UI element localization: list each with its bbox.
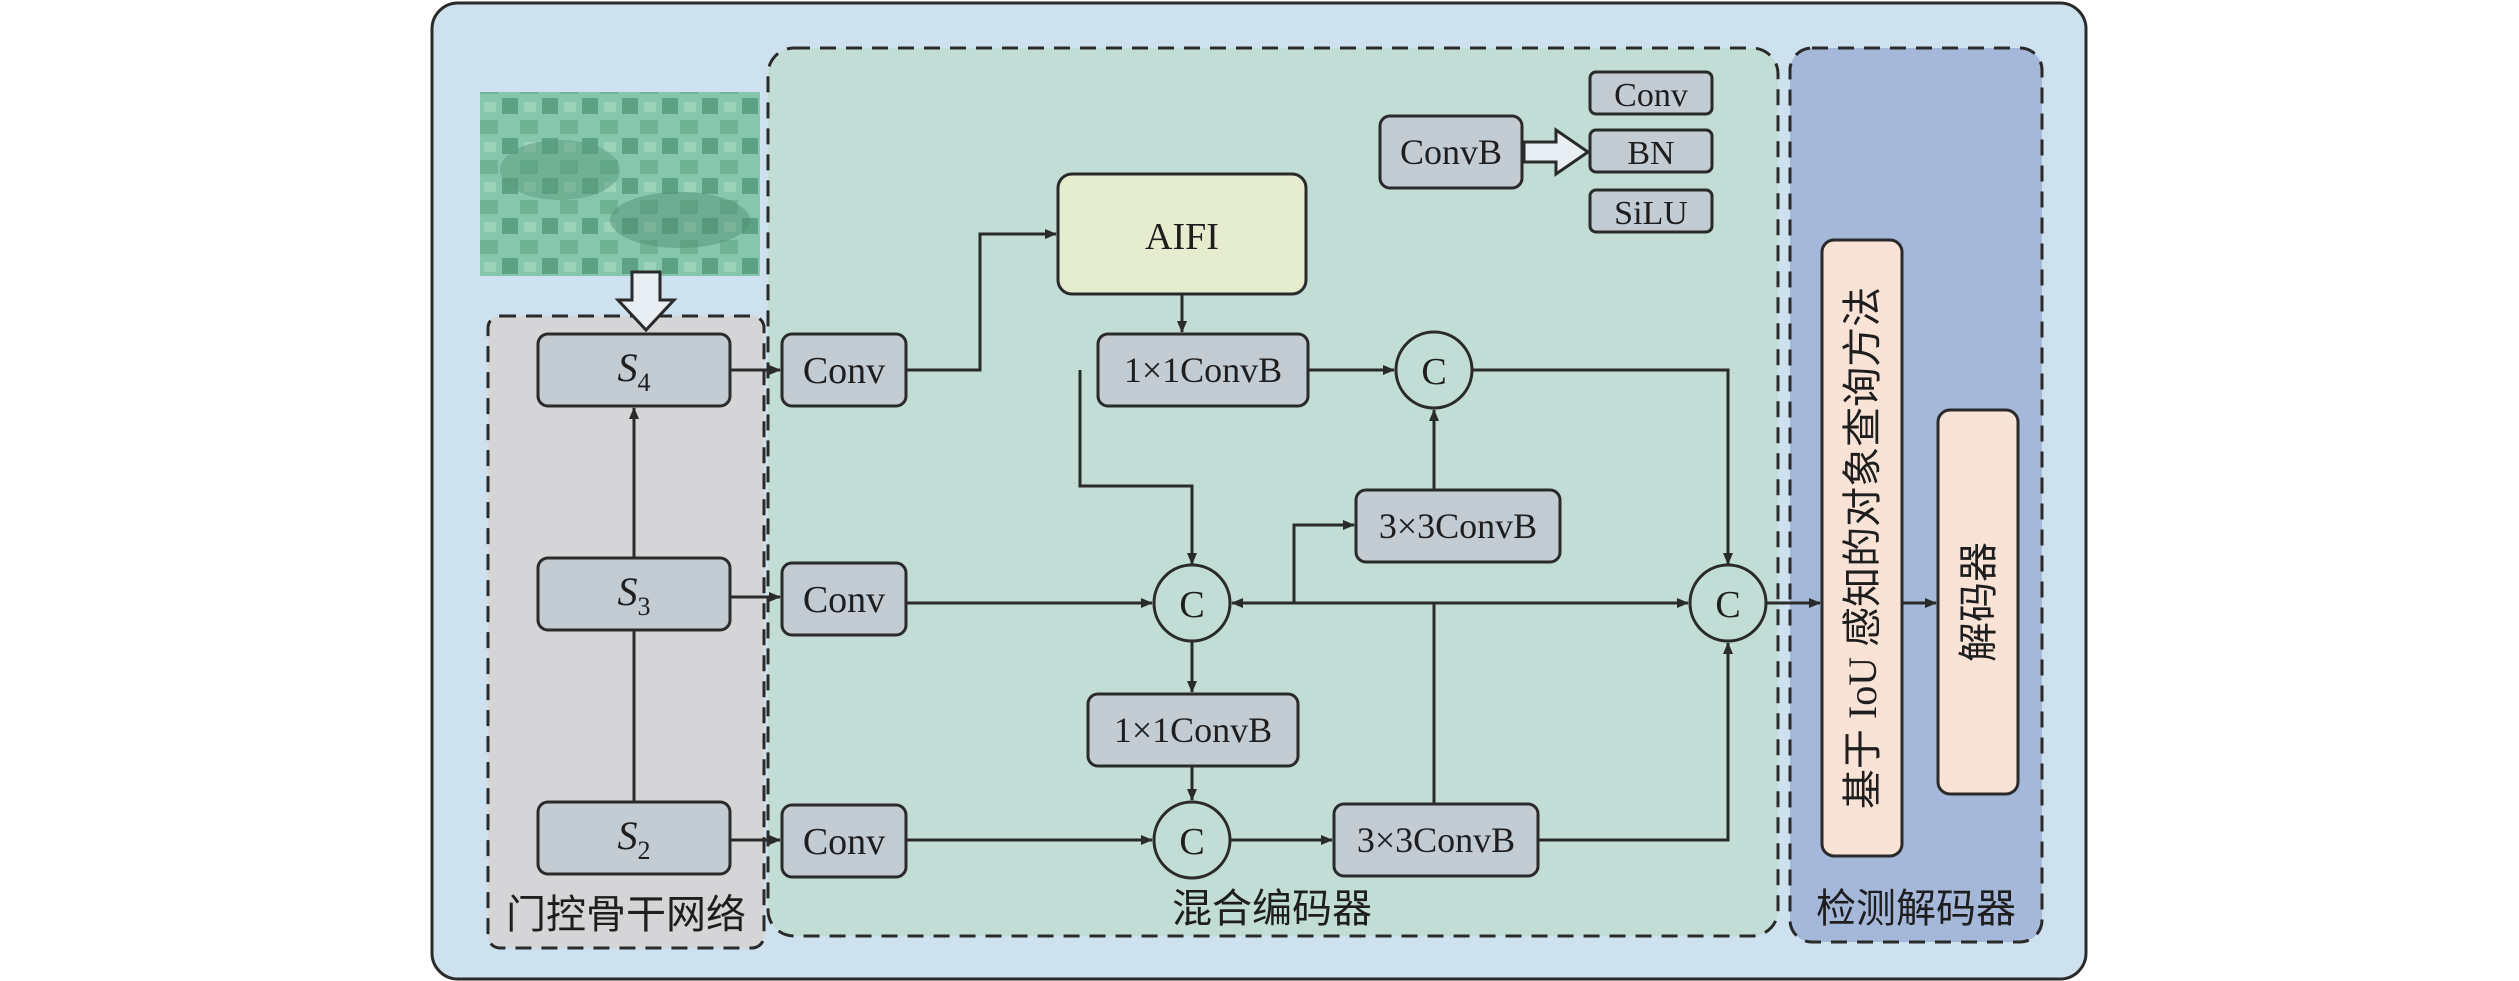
svg-text:Conv: Conv [803,821,885,863]
concat-node-right: C [1688,563,1768,643]
svg-text:S3: S3 [618,569,651,621]
svg-text:S2: S2 [618,813,651,865]
svg-text:基于 IoU 感知的对象查询方法: 基于 IoU 感知的对象查询方法 [1840,287,1885,809]
svg-text:SiLU: SiLU [1614,195,1688,232]
conv3x3-box-bottom: 3×3ConvB [1332,802,1540,878]
arrow-conv-aifi [906,229,1057,372]
conv-box-bottom: Conv [780,803,908,879]
arrow-conv3x3-bottom-right [1538,642,1733,842]
svg-text:1×1ConvB: 1×1ConvB [1124,350,1282,390]
image-input-arrow [614,270,678,333]
svg-text:ConvB: ConvB [1400,132,1502,172]
backbone-title: 门控骨干网络 [506,892,746,937]
svg-text:Conv: Conv [1614,77,1688,114]
svg-text:C: C [1715,584,1740,626]
svg-text:1×1ConvB: 1×1ConvB [1114,710,1272,750]
concat-node-bottom: C [1152,800,1232,880]
svg-text:C: C [1179,584,1204,626]
legend-part-silu: SiLU [1588,188,1714,234]
concat-node-top: C [1394,330,1474,410]
svg-text:解码器: 解码器 [1956,542,2001,662]
backbone-region [486,314,766,950]
svg-text:Conv: Conv [803,350,885,392]
conv3x3-box-middle: 3×3ConvB [1354,488,1562,564]
legend-part-conv: Conv [1588,70,1714,116]
svg-text:AIFI: AIFI [1145,216,1219,258]
legend-convb: ConvB [1378,114,1524,190]
arrow-to-conv3x3-mid [1292,520,1355,603]
conv1x1-box-top: 1×1ConvB [1096,332,1310,408]
svg-text:C: C [1421,351,1446,393]
query-selection-box: 基于 IoU 感知的对象查询方法 [1820,238,1904,858]
backbone-stage-s4: S4 [536,332,732,408]
conv-box-middle: Conv [780,561,908,637]
svg-text:C: C [1179,821,1204,863]
conv-box-top: Conv [780,332,908,408]
svg-text:BN: BN [1627,135,1674,172]
decoder-title: 检测解码器 [1816,886,2016,931]
aifi-box: AIFI [1056,172,1308,296]
svg-text:Conv: Conv [803,579,885,621]
encoder-region [766,46,1780,938]
concat-node-mid: C [1152,563,1232,643]
arrow-concat-top-right [1472,368,1733,565]
legend-part-bn: BN [1588,128,1714,174]
legend-arrow [1522,127,1591,177]
decoder-box: 解码器 [1936,408,2020,796]
svg-text:3×3ConvB: 3×3ConvB [1379,506,1537,546]
svg-text:3×3ConvB: 3×3ConvB [1357,820,1515,860]
arrow-conv1x1-concat-mid [1078,370,1197,565]
conv1x1-box-bottom: 1×1ConvB [1086,692,1300,768]
backbone-stage-s2: S2 [536,800,732,876]
backbone-stage-s3: S3 [536,556,732,632]
encoder-title: 混合编码器 [1172,886,1372,931]
input-image [480,92,760,276]
svg-text:S4: S4 [618,345,651,397]
